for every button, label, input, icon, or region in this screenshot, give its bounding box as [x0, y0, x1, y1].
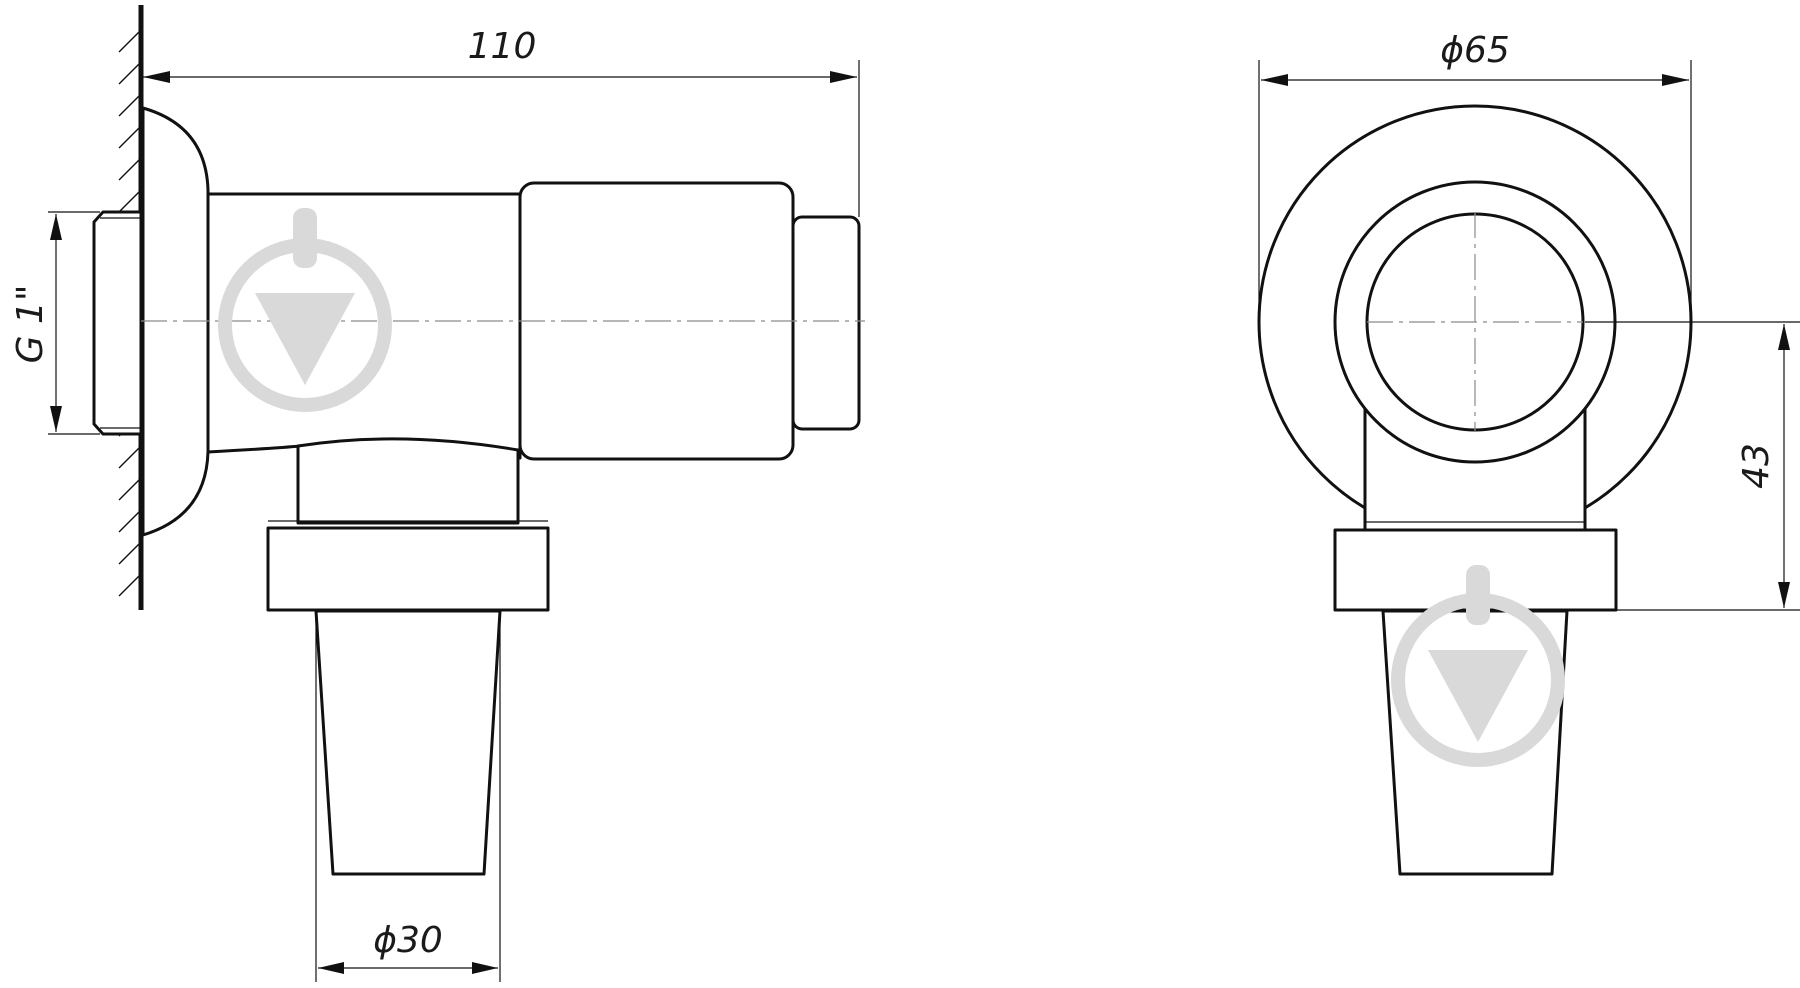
dim-thread-label: G 1"	[10, 285, 51, 364]
side-dimensions: 110 G 1" ϕ30	[10, 26, 860, 982]
side-view	[92, 5, 865, 876]
handle-cap	[791, 215, 861, 431]
front-view	[1257, 104, 1693, 876]
outlet-neck	[296, 437, 520, 525]
valve-body	[206, 192, 522, 460]
download-arrow-watermark-icon	[218, 208, 392, 412]
download-arrow-watermark-icon	[1391, 565, 1565, 767]
tapered-spout	[314, 609, 502, 876]
thread-stub	[92, 210, 143, 436]
dim-spout-diameter-label: ϕ30	[373, 920, 443, 961]
dim-length-label: 110	[468, 26, 537, 67]
front-dimensions: ϕ65 43	[1258, 30, 1800, 611]
dim-height-label: 43	[1736, 443, 1777, 489]
outlet-nut	[266, 526, 550, 612]
dim-outer-diameter-label: ϕ65	[1440, 30, 1510, 71]
